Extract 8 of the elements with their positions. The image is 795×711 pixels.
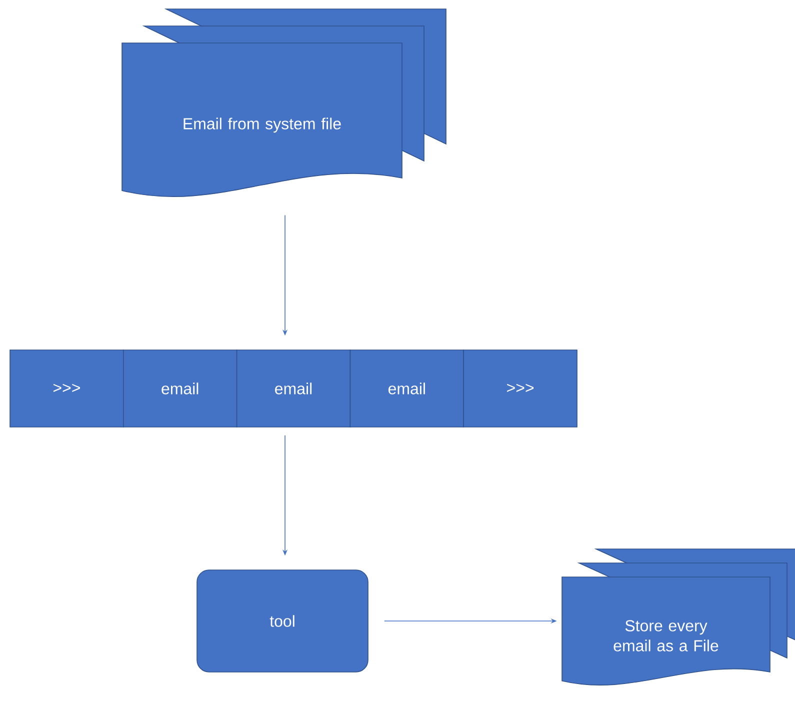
strip-cell: >>> <box>10 350 124 428</box>
strip-cell: >>> <box>463 350 578 428</box>
document-stack: Email from system file <box>122 8 446 197</box>
document-stack: Store every email as a File <box>562 548 795 686</box>
strip-cell: email <box>350 350 464 428</box>
process-box: tool <box>196 570 368 672</box>
strip-cell: email <box>123 350 238 428</box>
strip-cell: email <box>236 350 351 428</box>
